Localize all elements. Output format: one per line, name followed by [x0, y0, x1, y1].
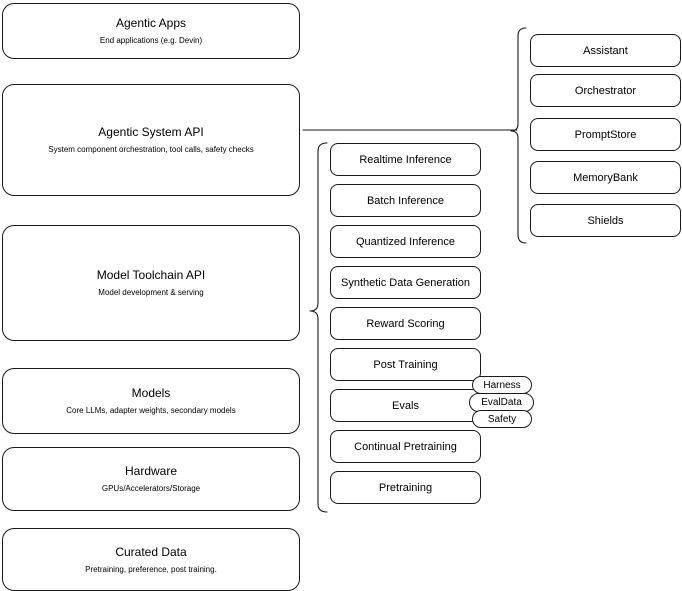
capability-label: Batch Inference [366, 194, 445, 207]
capability-label: Evals [392, 399, 419, 412]
layer-description: Core LLMs, adapter weights, secondary mo… [66, 406, 236, 415]
capability-label: Pretraining [378, 481, 433, 494]
component-label: MemoryBank [573, 171, 638, 184]
capability-realtime-inference[interactable]: Realtime Inference [330, 143, 481, 176]
capability-reward-scoring[interactable]: Reward Scoring [330, 307, 481, 340]
layer-description: Model development & serving [98, 288, 204, 297]
component-assistant[interactable]: Assistant [530, 34, 681, 67]
layer-title: Models [131, 386, 171, 400]
evals-tag-label: Safety [487, 413, 517, 425]
capability-evals[interactable]: Evals [330, 389, 481, 422]
layer-description: End applications (e.g. Devin) [99, 36, 203, 45]
capability-post-training[interactable]: Post Training [330, 348, 481, 381]
capability-pretraining[interactable]: Pretraining [330, 471, 481, 504]
capability-label: Post Training [373, 358, 438, 371]
capability-label: Continual Pretraining [354, 440, 457, 453]
capability-quantized-inference[interactable]: Quantized Inference [330, 225, 481, 258]
layer-model-toolchain-api[interactable]: Model Toolchain API Model development & … [2, 225, 300, 341]
layer-title: Hardware [124, 464, 178, 478]
component-promptstore[interactable]: PromptStore [530, 118, 681, 151]
capability-label: Reward Scoring [366, 317, 445, 330]
capability-label: Synthetic Data Generation [340, 276, 471, 289]
bracket-toolchain-capabilities [309, 142, 328, 513]
component-label: PromptStore [574, 128, 637, 141]
layer-agentic-apps[interactable]: Agentic Apps End applications (e.g. Devi… [2, 3, 300, 59]
component-shields[interactable]: Shields [530, 204, 681, 237]
evals-tag-harness[interactable]: Harness [472, 376, 532, 394]
component-memorybank[interactable]: MemoryBank [530, 161, 681, 194]
layer-description: Pretraining, preference, post training. [85, 564, 217, 574]
layer-curated-data[interactable]: Curated Data Pretraining, preference, po… [2, 528, 300, 591]
evals-tag-label: Harness [483, 379, 521, 391]
capability-label: Realtime Inference [359, 153, 452, 166]
bracket-agentic-system-components [510, 27, 527, 244]
component-orchestrator[interactable]: Orchestrator [530, 74, 681, 107]
layer-description: GPUs/Accelerators/Storage [101, 484, 201, 493]
evals-tag-label: EvalData [481, 397, 522, 408]
capability-label: Quantized Inference [355, 235, 456, 248]
layer-agentic-system-api[interactable]: Agentic System API System component orch… [2, 84, 300, 196]
layer-description: System component orchestration, tool cal… [48, 145, 254, 154]
capability-synthetic-data-generation[interactable]: Synthetic Data Generation [330, 266, 481, 299]
layer-title: Agentic Apps [115, 16, 187, 30]
capability-batch-inference[interactable]: Batch Inference [330, 184, 481, 217]
component-label: Shields [587, 214, 624, 227]
layer-models[interactable]: Models Core LLMs, adapter weights, secon… [2, 368, 300, 434]
layer-title: Agentic System API [98, 125, 204, 139]
capability-continual-pretraining[interactable]: Continual Pretraining [330, 430, 481, 463]
layer-title: Curated Data [115, 544, 187, 559]
layer-hardware[interactable]: Hardware GPUs/Accelerators/Storage [2, 447, 300, 511]
evals-tag-safety[interactable]: Safety [472, 410, 532, 428]
component-label: Orchestrator [574, 84, 637, 97]
layer-title: Model Toolchain API [96, 268, 206, 282]
component-label: Assistant [583, 44, 628, 57]
